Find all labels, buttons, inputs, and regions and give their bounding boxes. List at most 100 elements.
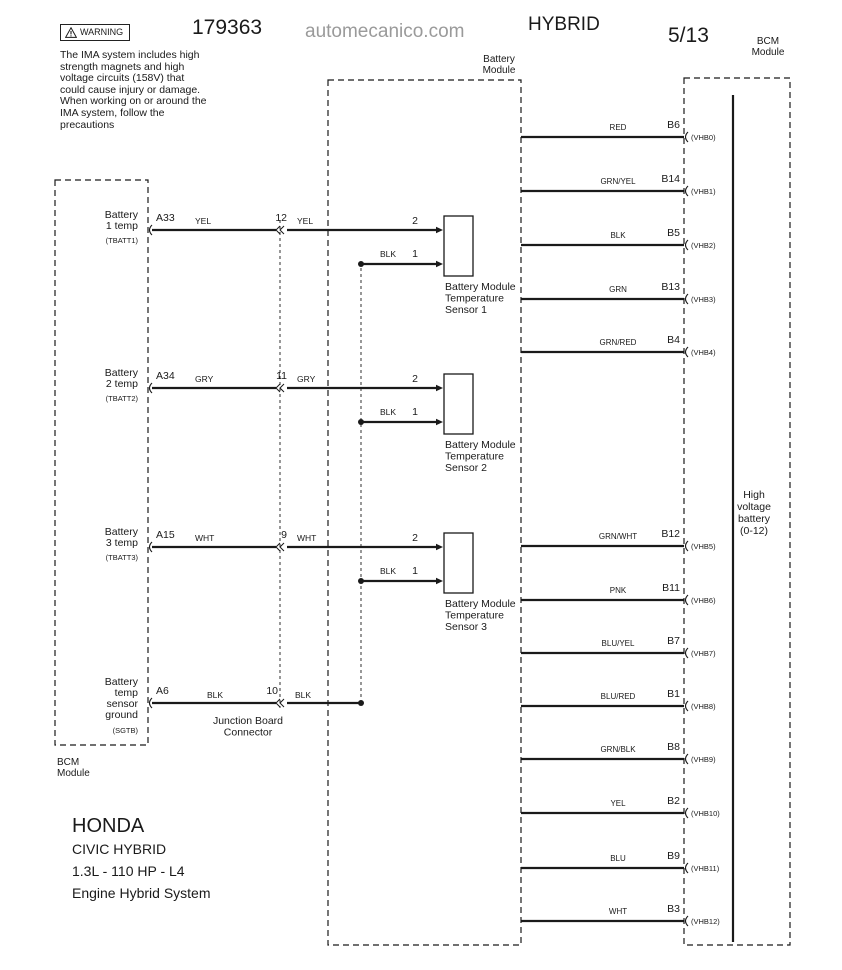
pin-terminal (684, 647, 689, 659)
wire-color-label: BLK (207, 690, 223, 700)
hv-signal-label: (VHB12) (691, 917, 720, 926)
sensor-pin-label: 1 (412, 565, 418, 577)
junction-terminal (275, 542, 285, 552)
bcm-left-module-box (54, 179, 149, 746)
hv-signal-label: (VHB1) (691, 187, 716, 196)
hv-pin-label: B3 (667, 903, 680, 915)
wire-color-label: BLK (295, 690, 311, 700)
title-block: HONDA CIVIC HYBRID 1.3L - 110 HP - L4 En… (72, 814, 211, 904)
junction-terminal (275, 225, 285, 235)
pin-terminal (148, 541, 153, 553)
hv-pin-label: B7 (667, 635, 680, 647)
junction-pin-label: 12 (275, 212, 287, 224)
vehicle-system: Engine Hybrid System (72, 885, 211, 901)
sensor-pin-label: 2 (412, 373, 418, 385)
wire-color-label: GRY (297, 374, 316, 384)
bcm-right-module-box (683, 77, 791, 946)
hv-wire-color-label: PNK (610, 586, 627, 595)
hv-signal-label: (VHB10) (691, 809, 720, 818)
connector-arrow (436, 384, 443, 392)
pin-terminal (684, 594, 689, 606)
hv-signal-label: (VHB9) (691, 755, 716, 764)
splice-dot (358, 700, 364, 706)
bcm-pin-label: A15 (156, 529, 175, 541)
page-number: 5/13 (668, 24, 709, 47)
hv-signal-label: (VHB3) (691, 295, 716, 304)
pin-terminal (684, 807, 689, 819)
website-watermark: automecanico.com (305, 21, 465, 42)
sensor-signal-label: (TBATT1) (106, 236, 139, 245)
diagram-number: 179363 (192, 16, 263, 39)
hv-pin-label: B5 (667, 227, 680, 239)
hv-signal-label: (VHB2) (691, 241, 716, 250)
hv-pin-label: B4 (667, 334, 680, 346)
hv-signal-label: (VHB5) (691, 542, 716, 551)
wire-color-label: BLK (380, 566, 396, 576)
pin-terminal (684, 700, 689, 712)
pin-terminal (684, 346, 689, 358)
hv-wire-color-label: GRN/YEL (600, 177, 636, 186)
hv-pin-label: B13 (661, 281, 680, 293)
junction-pin-label: 10 (266, 685, 278, 697)
sensor-pin-label: 2 (412, 532, 418, 544)
bcm-pin-label: A34 (156, 370, 175, 382)
hv-wire-color-label: BLK (610, 231, 626, 240)
wire-color-label: GRY (195, 374, 214, 384)
hv-signal-label: (VHB4) (691, 348, 716, 357)
warning-text: The IMA system includes high strength ma… (60, 49, 207, 131)
hv-pin-label: B1 (667, 688, 680, 700)
temperature-sensor-body (443, 373, 474, 435)
wire-color-label: BLK (380, 249, 396, 259)
hv-signal-label: (VHB6) (691, 596, 716, 605)
pin-terminal (684, 753, 689, 765)
sensor-signal-label: (TBATT3) (106, 553, 139, 562)
pin-terminal (148, 697, 153, 709)
pin-terminal (684, 293, 689, 305)
vehicle-make: HONDA (72, 815, 145, 837)
wire-color-label: WHT (297, 533, 316, 543)
sensor-signal-label: (TBATT2) (106, 394, 139, 403)
vehicle-engine: 1.3L - 110 HP - L4 (72, 863, 185, 879)
hv-wire-color-label: BLU (610, 854, 626, 863)
connector-arrow (436, 577, 443, 585)
sensor-pin-label: 1 (412, 248, 418, 260)
hv-wire-color-label: RED (610, 123, 627, 132)
hv-pin-label: B14 (661, 173, 680, 185)
pin-terminal (684, 185, 689, 197)
hv-pin-label: B6 (667, 119, 680, 131)
bcm-pin-label: A33 (156, 212, 175, 224)
hv-signal-label: (VHB0) (691, 133, 716, 142)
junction-terminal (275, 698, 285, 708)
sensor-pin-label: 1 (412, 406, 418, 418)
connector-arrow (436, 418, 443, 426)
pin-terminal (684, 239, 689, 251)
bcm-pin-label: A6 (156, 685, 169, 697)
hv-signal-label: (VHB11) (691, 864, 720, 873)
hv-wire-color-label: GRN/WHT (599, 532, 637, 541)
hv-wire-color-label: BLU/RED (601, 692, 636, 701)
junction-pin-label: 9 (281, 529, 287, 541)
pin-terminal (684, 131, 689, 143)
pin-terminal (684, 862, 689, 874)
connector-arrow (436, 260, 443, 268)
battery-module-box (327, 79, 522, 946)
junction-terminal (275, 383, 285, 393)
junction-pin-label: 11 (276, 370, 287, 382)
vehicle-model: CIVIC HYBRID (72, 841, 167, 857)
hv-pin-label: B12 (661, 528, 680, 540)
pin-terminal (148, 382, 153, 394)
section-title: HYBRID (528, 14, 600, 35)
pin-terminal (684, 915, 689, 927)
wire-color-label: YEL (297, 216, 313, 226)
warning-icon (65, 27, 77, 38)
hv-pin-label: B11 (662, 582, 680, 594)
hv-signal-label: (VHB8) (691, 702, 716, 711)
connector-arrow (436, 226, 443, 234)
